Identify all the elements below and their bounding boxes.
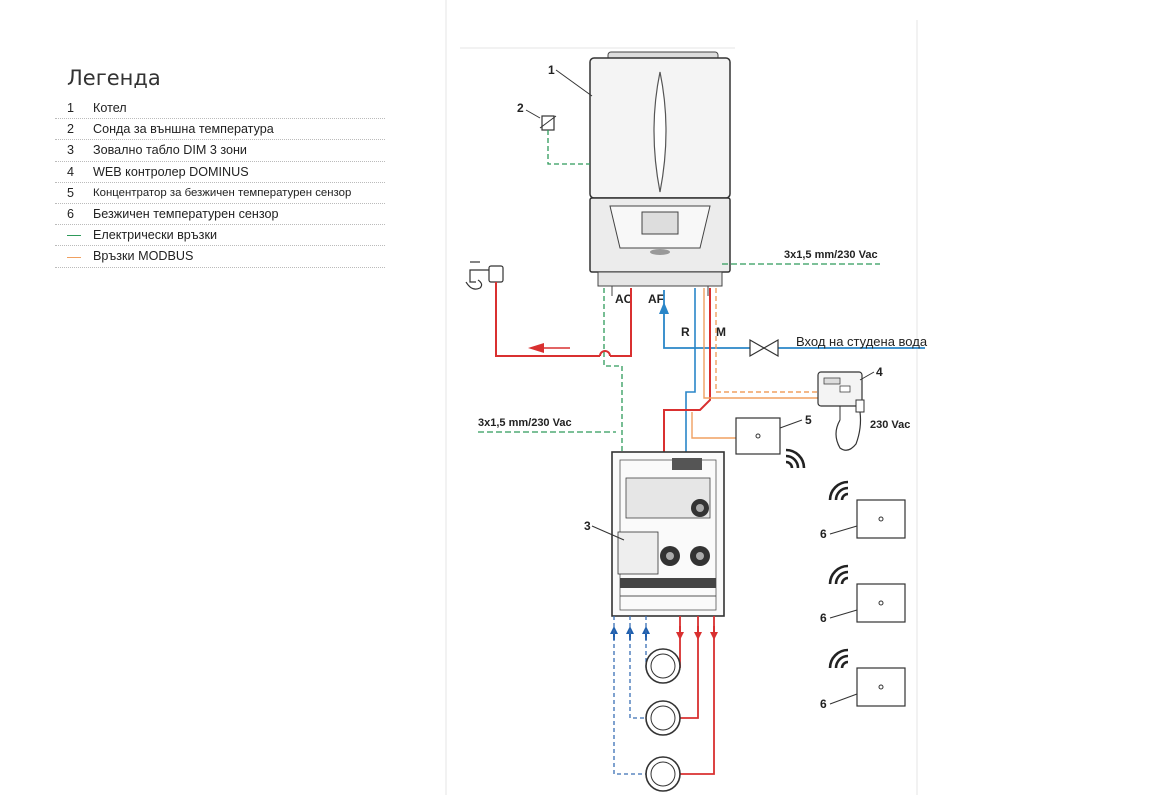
heating-return-pipe (685, 288, 696, 452)
zone-flow-arrows (676, 626, 718, 640)
sensor-callout-leader (829, 609, 858, 619)
modbus-line-swatch (67, 256, 81, 258)
modbus-line-dominus (715, 288, 818, 393)
legend-item-sensor: 6 Безжичен температурен сензор (55, 204, 385, 226)
dhw-hot-pipe (610, 288, 632, 357)
legend-item-label: Котел (93, 101, 127, 116)
legend-line-modbus: Връзки MODBUS (55, 246, 385, 268)
legend-title: Легенда (67, 66, 161, 90)
legend-item-label: Концентратор за безжичен температурен се… (93, 186, 352, 199)
dim-callout: 3 (584, 519, 591, 533)
concentrator-callout-leader (779, 419, 803, 429)
heating-flow-pipe (663, 288, 711, 452)
legend-item-number: 6 (67, 207, 75, 222)
legend-item-number: 2 (67, 122, 75, 137)
sensor-callout: 6 (820, 527, 827, 541)
flow-arrow-up (659, 302, 669, 314)
legend-item-concentrator: 5 Концентратор за безжичен температурен … (55, 183, 385, 204)
concentrator (735, 417, 781, 455)
sensor-callout: 6 (820, 697, 827, 711)
dominus-callout: 4 (876, 365, 883, 379)
legend-item-label: Сонда за външна температура (93, 122, 274, 137)
legend-item-dominus: 4 WEB контролер DOMINUS (55, 162, 385, 183)
cable-label-mid: 3x1,5 mm/230 Vac (478, 417, 572, 429)
legend-item-number: 4 (67, 164, 75, 179)
modbus-line-dominus (703, 288, 818, 399)
probe-callout: 2 (517, 101, 524, 115)
port-label-ac: AC (615, 292, 633, 306)
legend-item-label: WEB контролер DOMINUS (93, 164, 249, 179)
legend-line-label: Връзки MODBUS (93, 249, 194, 264)
heating-zone-loop (645, 756, 681, 792)
legend-item-label: Безжичен температурен сензор (93, 207, 279, 222)
sensor-callout-leader (829, 693, 858, 705)
heating-zone-loop (645, 700, 681, 736)
legend-item-number: 1 (67, 101, 75, 116)
concentrator-callout: 5 (805, 413, 812, 427)
sensor-callout: 6 (820, 611, 827, 625)
legend-item-boiler: 1 Котел (55, 98, 385, 120)
legend-item-probe: 2 Сонда за външна температура (55, 119, 385, 141)
flow-arrow-left (528, 343, 544, 353)
valve-icon (749, 338, 779, 358)
port-label-m: M (716, 325, 726, 339)
legend-line-electric: Електрически връзки (55, 225, 385, 247)
wireless-sensor (828, 648, 906, 707)
modbus-line-concentrator (691, 412, 736, 439)
dominus-controller (817, 371, 865, 451)
sensor-callout-leader (829, 525, 858, 535)
cold-water-pipe (663, 290, 750, 349)
cable-label-top: 3x1,5 mm/230 Vac (784, 249, 878, 261)
legend-item-label: Зовално табло DIM 3 зони (93, 143, 247, 158)
electric-line-swatch (67, 235, 81, 237)
boiler-callout-leader (555, 69, 593, 97)
pipe-crossover (599, 350, 611, 357)
wireless-sensor (828, 564, 906, 623)
dim-callout-leader (591, 525, 625, 541)
tap-icon (465, 261, 504, 290)
power-label: 230 Vac (870, 419, 910, 431)
probe-callout-leader (525, 109, 541, 119)
wireless-signal-icon (785, 448, 806, 469)
dhw-hot-pipe (495, 282, 600, 357)
water-inlet-label: Вход на студена вода (796, 334, 928, 349)
heating-zone-loop (645, 648, 681, 684)
zone-pipes (613, 616, 715, 775)
port-label-r: R (681, 325, 690, 339)
probe-icon (539, 115, 557, 131)
dominus-callout-leader (859, 371, 875, 381)
probe-electric-line (547, 130, 590, 165)
legend-item-number: 5 (67, 185, 75, 200)
wireless-sensor (828, 480, 906, 539)
legend-item-dim: 3 Зовално табло DIM 3 зони (55, 140, 385, 162)
dim-panel (611, 451, 725, 617)
boiler-callout: 1 (548, 63, 555, 77)
legend-line-label: Електрически връзки (93, 228, 218, 243)
boiler-dim-electric-line (603, 288, 623, 452)
port-label-af: AF (648, 292, 664, 306)
legend-item-number: 3 (67, 143, 75, 158)
boiler (589, 51, 731, 296)
legend: Легенда 1 Котел 2 Сонда за външна темпер… (55, 66, 385, 268)
